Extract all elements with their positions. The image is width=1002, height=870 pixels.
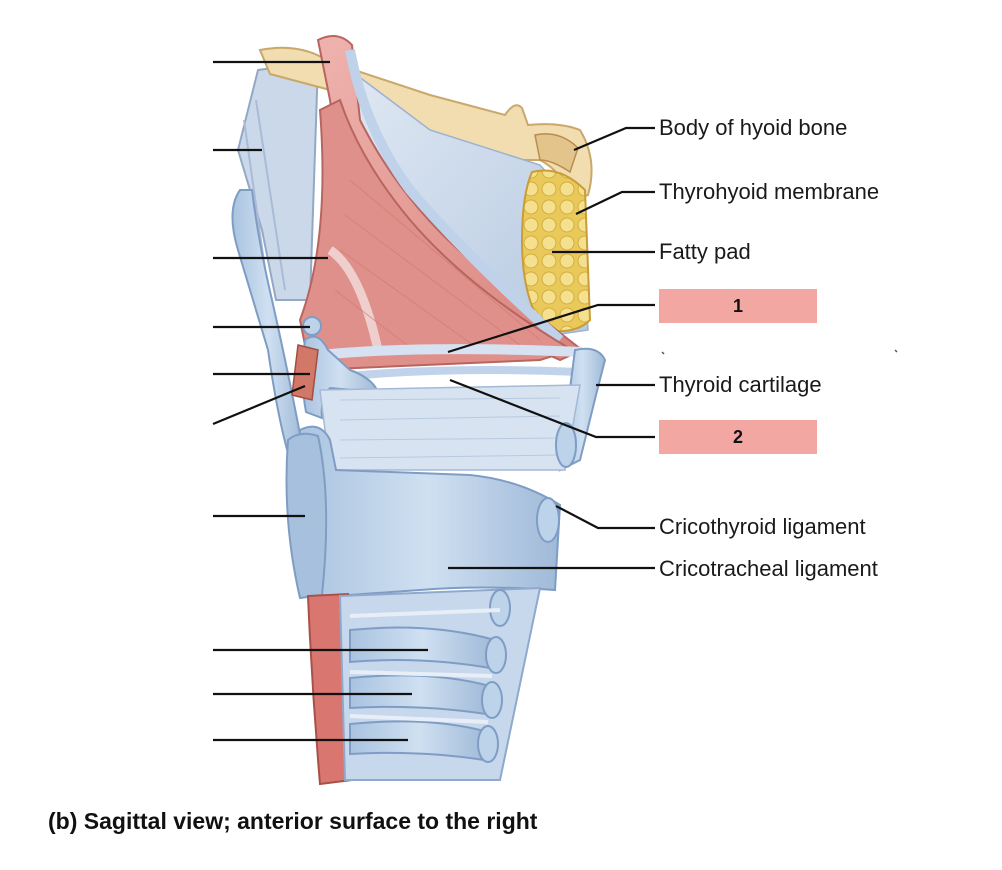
label-cricotracheal-ligament: Cricotracheal ligament: [659, 556, 878, 581]
vestibular-fold: [319, 344, 583, 360]
answer-box-1[interactable]: 1: [659, 289, 817, 323]
left-leader-lines: [212, 60, 428, 742]
right-leader-lines: [447, 126, 655, 570]
label-fatty-pad: Fatty pad: [659, 239, 751, 264]
label-cricothyroid-ligament: Cricothyroid ligament: [659, 514, 866, 539]
vocal-fold: [329, 366, 581, 382]
label-thyroid-cartilage: Thyroid cartilage: [659, 372, 822, 397]
label-body-of-hyoid-bone: Body of hyoid bone: [659, 115, 848, 140]
answer-box-2[interactable]: 2: [659, 420, 817, 454]
fatty-pad-shape: [520, 169, 592, 333]
label-thyrohyoid-membrane: Thyrohyoid membrane: [659, 179, 880, 204]
figure-caption: (b) Sagittal view; anterior surface to t…: [48, 808, 538, 834]
